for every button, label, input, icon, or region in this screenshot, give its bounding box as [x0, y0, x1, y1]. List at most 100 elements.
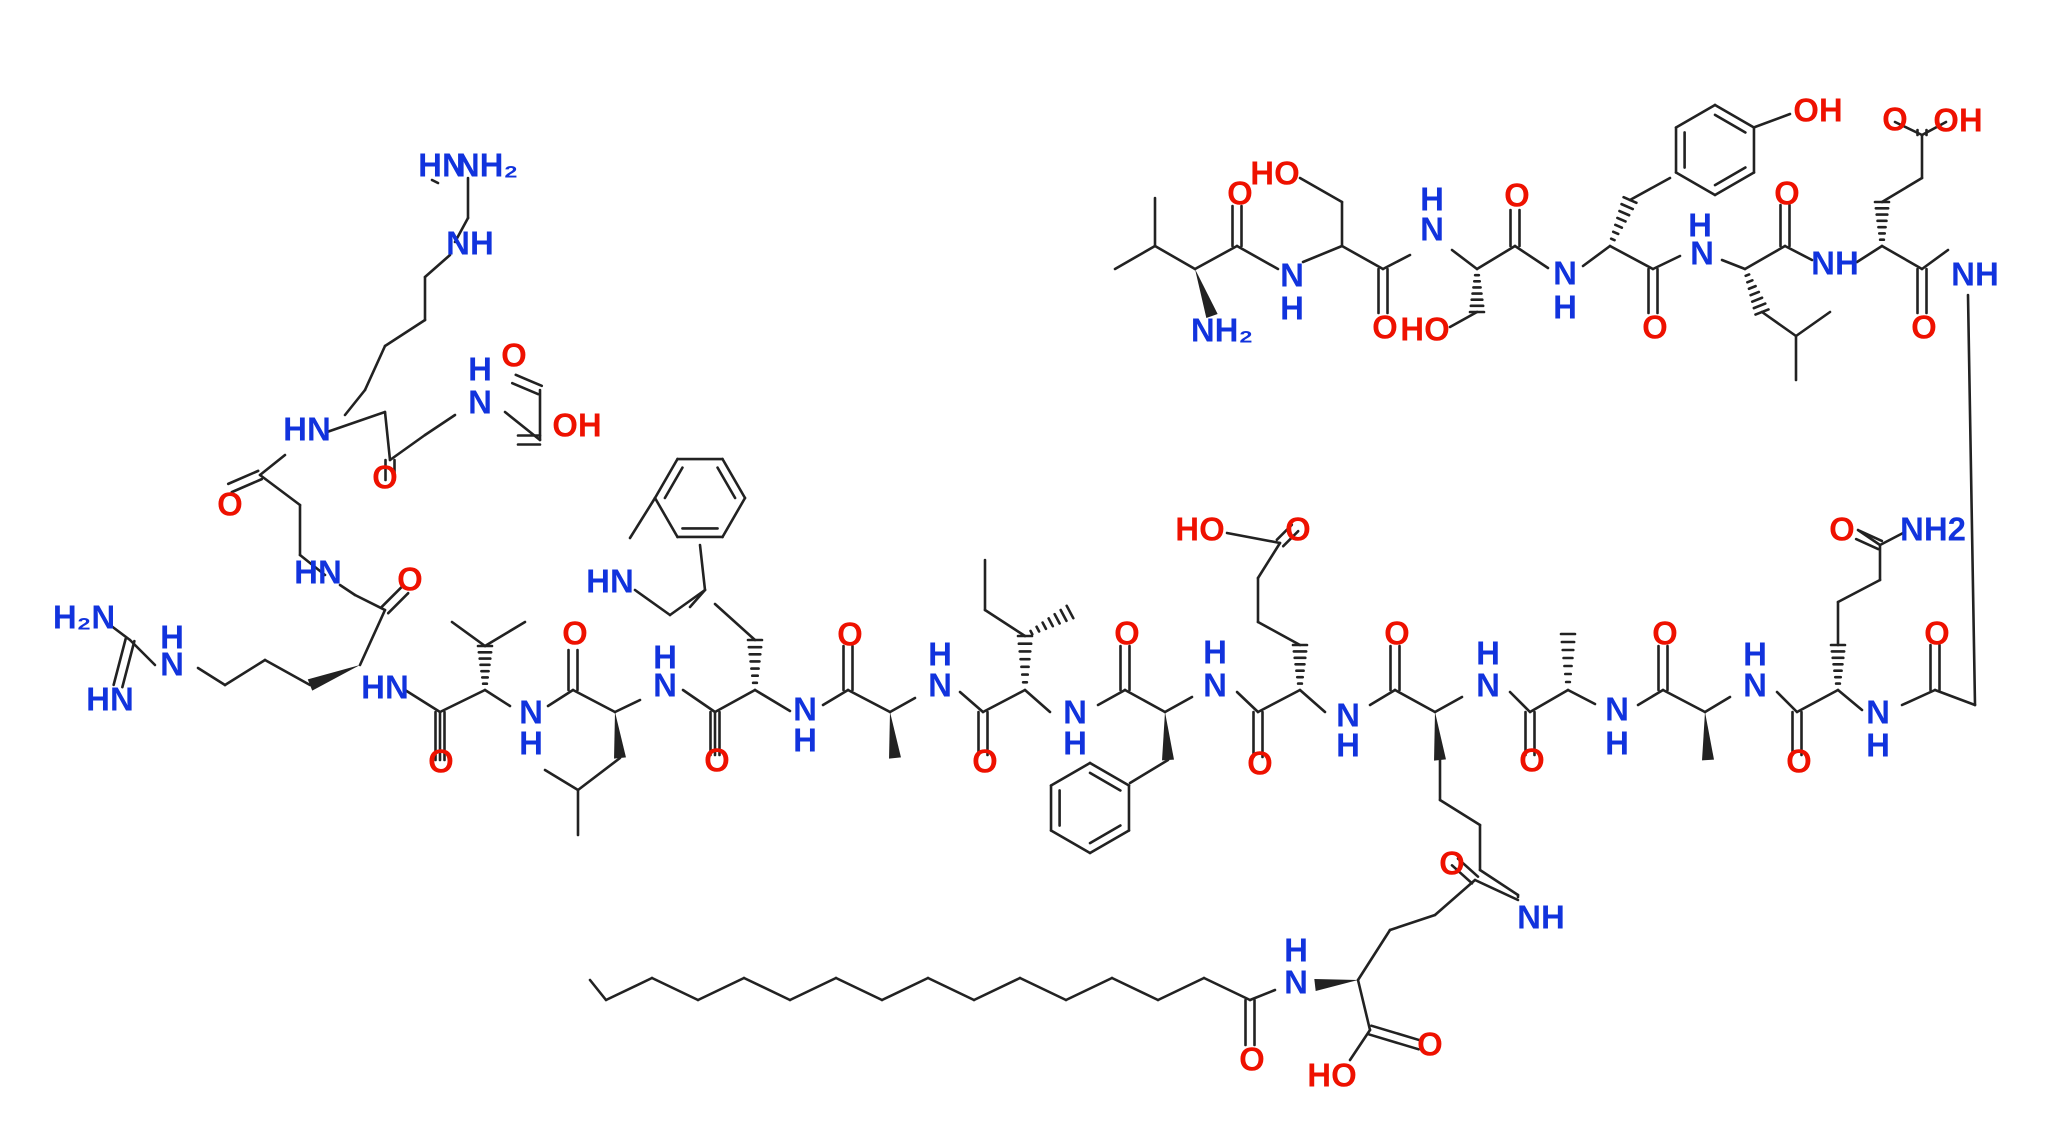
bond-75 [633, 588, 672, 617]
oxygen-label: O [1519, 742, 1545, 779]
hash-bond [1746, 278, 1754, 284]
bond-30 [1920, 120, 1948, 137]
wedge-bond [1314, 979, 1358, 991]
alkyl-chain-bond [1018, 976, 1068, 1002]
oxygen-label: O [1774, 175, 1800, 212]
double-bond [1854, 537, 1880, 551]
bond-53 [263, 658, 312, 687]
oxygen-label: O [1285, 511, 1311, 548]
ring-bond [1674, 103, 1717, 129]
oxygen-label: O [1829, 511, 1855, 548]
bond-32 [430, 178, 440, 185]
nitrogen-label: NH [1951, 256, 1999, 293]
ring-bond [1049, 829, 1092, 855]
alkyl-chain-bond [1202, 976, 1252, 1002]
nitrogen-label: N [1420, 211, 1444, 248]
aromatic-bond [1713, 113, 1747, 134]
nitrogen-label: H [1553, 289, 1577, 326]
alkyl-chain-bond [742, 976, 792, 1002]
bond-64 [546, 688, 575, 708]
bond-126 [1388, 913, 1437, 932]
bond-17 [1753, 112, 1792, 129]
bond-0 [1113, 244, 1157, 271]
nitrogen-label: H [160, 619, 184, 656]
bond-110 [1661, 688, 1707, 714]
bond-20 [1743, 244, 1787, 271]
nitrogen-label: HN [361, 669, 409, 706]
bond-107 [1528, 688, 1570, 714]
bond-50 [338, 583, 357, 597]
bond-13 [1513, 244, 1550, 270]
nitrogen-label: H [1280, 290, 1304, 327]
hash-bond [1616, 216, 1627, 223]
double-bond [121, 639, 136, 689]
oxygen-label: O [1786, 743, 1812, 780]
oxygen-label: OH [552, 407, 602, 444]
wedge-bond [889, 712, 901, 759]
wedge-bond [1434, 712, 1446, 761]
nitrogen-label: HN [86, 681, 134, 718]
nitrogen-label: H [1605, 725, 1629, 762]
bond-38 [363, 344, 387, 392]
oxygen-label: O [1227, 175, 1253, 212]
oxygen-label: O [1924, 615, 1950, 652]
bond-100 [1393, 688, 1437, 714]
bond-129 [1356, 978, 1372, 1032]
bond-60 [438, 688, 487, 714]
bond-127 [1356, 928, 1392, 982]
nitrogen-label: H [1063, 725, 1087, 762]
oxygen-label: O [428, 743, 454, 780]
bond-2 [1153, 244, 1197, 271]
bond-51 [353, 593, 387, 612]
bond-124 [1473, 878, 1520, 902]
bond-49 [298, 553, 327, 577]
ring-bond [653, 457, 679, 500]
oxygen-label: O [1247, 745, 1273, 782]
bond-88 [1096, 688, 1127, 707]
oxygen-label: HO [1400, 311, 1450, 348]
oxygen-label: HO [1250, 155, 1300, 192]
oxygen-label: O [1911, 309, 1937, 346]
nitrogen-label: NH [1811, 245, 1859, 282]
nitrogen-label: N [928, 667, 952, 704]
oxygen-label: O [1417, 1026, 1443, 1063]
alkyl-chain-bond [788, 976, 838, 1002]
nitrogen-label: N [1476, 667, 1500, 704]
bond-89 [1123, 688, 1167, 714]
bond-66 [576, 756, 622, 792]
double-bond [1367, 1033, 1421, 1051]
bond-122 [1966, 293, 1977, 707]
nitrogen-label: N [1284, 964, 1308, 1001]
oxygen-label: O [397, 561, 423, 598]
bond-58 [403, 688, 442, 714]
nitrogen-label: H [1688, 207, 1712, 244]
aromatic-bond [1088, 771, 1122, 792]
bond-128 [1248, 988, 1277, 1002]
oxygen-label: HO [1175, 511, 1225, 548]
nitrogen-label: N [160, 646, 184, 683]
bond-5 [1301, 244, 1344, 264]
bond-27 [1880, 176, 1924, 204]
nitrogen-label: HN [283, 411, 331, 448]
nitrogen-label: N [519, 694, 543, 731]
nitrogen-label: H [1476, 635, 1500, 672]
nitrogen-label: N [1605, 691, 1629, 728]
alkyl-chain-bond [696, 976, 746, 1002]
nitrogen-label: H [653, 639, 677, 676]
double-bond [1281, 529, 1300, 548]
bond-79 [753, 688, 792, 713]
bond-130 [1348, 1028, 1372, 1062]
bond-92 [1235, 690, 1260, 714]
hash-bond [1053, 612, 1061, 625]
bond-4 [1235, 244, 1280, 271]
bond-16 [1628, 176, 1672, 202]
oxygen-label: O [1239, 1041, 1265, 1078]
nitrogen-label: HN [586, 563, 634, 600]
bond-41 [383, 410, 392, 462]
oxygen-label: O [562, 615, 588, 652]
oxygen-label: O [704, 742, 730, 779]
ring-bond [653, 496, 679, 539]
hash-bond [1749, 290, 1761, 297]
bond-42 [388, 433, 427, 462]
